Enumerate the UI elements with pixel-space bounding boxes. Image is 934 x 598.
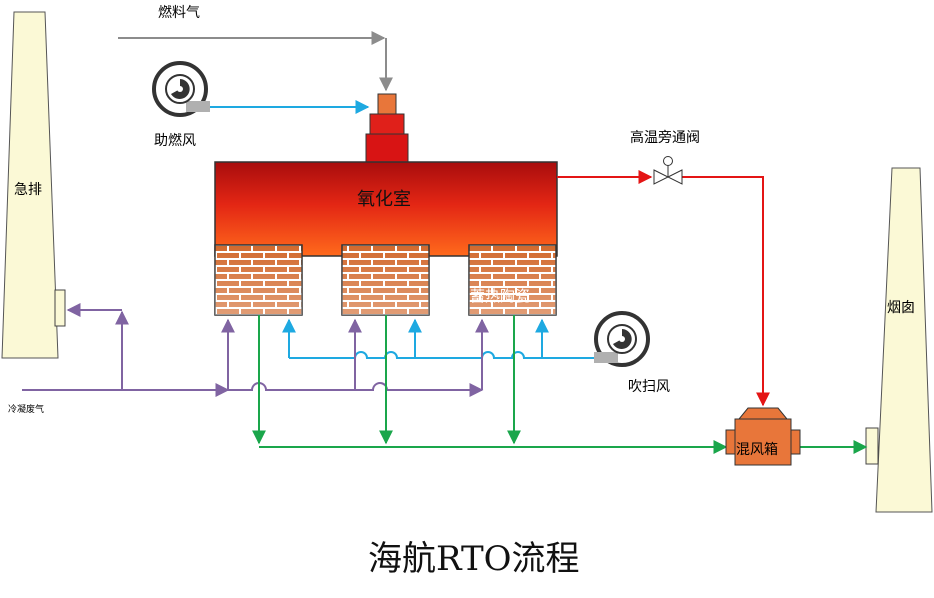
mixing-box: 混风箱 [725,407,801,466]
combustion-air-label: 助燃风 [154,132,196,149]
fan-icon [594,311,650,367]
clean-gas-lines [252,315,868,454]
valve-icon [653,156,683,185]
emergency-exhaust-stack: 急排 [1,11,66,359]
waste-gas-inlet-label: 冷凝废气 [8,403,44,415]
chimney-label: 烟囱 [887,300,915,316]
regenerative-ceramic-label: 蓄热陶瓷 [470,287,530,305]
waste-gas-lines: 冷凝废气 [8,303,489,415]
fuel-gas-line: 燃料气 [118,4,393,92]
purge-air-lines [282,318,594,359]
regenerative-bed-3: 蓄热陶瓷 [468,244,557,316]
bypass-valve-label: 高温旁通阀 [630,129,700,146]
regenerative-bed-2 [341,244,430,316]
diagram-title: 海航RTO流程 [368,539,580,579]
chimney-stack: 烟囱 [865,167,933,513]
oxidation-chamber-label: 氧化室 [357,189,411,210]
purge-fan: 吹扫风 [594,311,670,395]
emergency-exhaust-label: 急排 [14,182,42,198]
purge-air-label: 吹扫风 [628,379,670,395]
bypass-line: 高温旁通阀 [557,129,770,407]
regenerative-bed-1 [214,244,303,316]
combustion-fan: 助燃风 [152,61,370,149]
oxidation-chamber: 氧化室 [214,161,558,257]
mixing-box-label: 混风箱 [736,442,778,458]
burner [365,93,409,163]
fan-icon [152,61,210,117]
fuel-gas-label: 燃料气 [158,4,200,21]
